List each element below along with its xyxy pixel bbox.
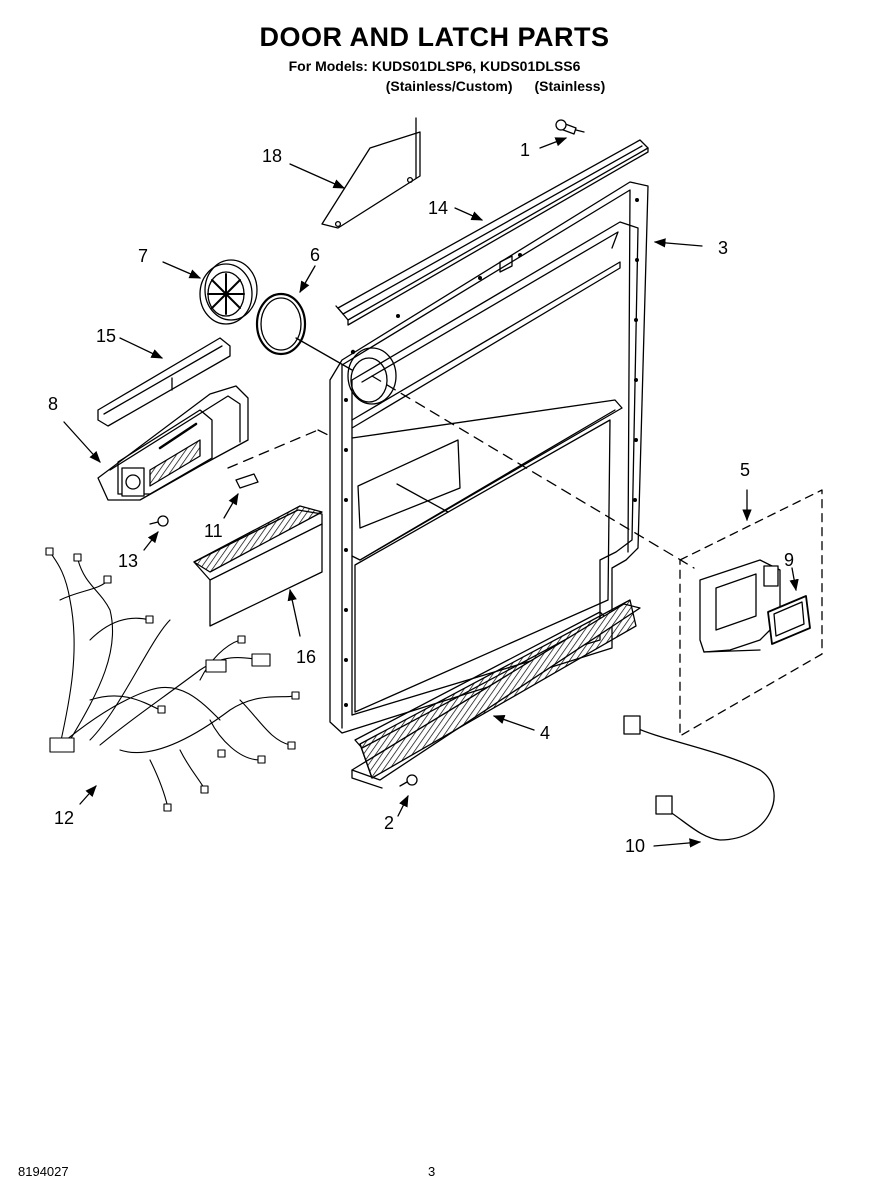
screw-top [555, 119, 585, 135]
wire-harness [45, 547, 300, 812]
top-trim [335, 139, 649, 326]
callout-16: 16 [296, 647, 316, 667]
model-variants: (Stainless/Custom) (Stainless) [0, 78, 869, 94]
callout-8: 8 [48, 394, 58, 414]
callout-5: 5 [740, 460, 750, 480]
callout-10: 10 [625, 836, 645, 856]
bottom-trim [351, 599, 641, 789]
callout-1: 1 [520, 140, 530, 160]
callout-11: 11 [204, 521, 223, 541]
callout-18: 18 [262, 146, 282, 166]
models-line: For Models: KUDS01DLSP6, KUDS01DLSS6 [288, 58, 581, 74]
latch-assembly [97, 385, 249, 501]
document-number: 8194027 [18, 1164, 69, 1179]
page-title: DOOR AND LATCH PARTS [259, 22, 610, 52]
callout-7: 7 [138, 246, 148, 266]
callout-15: 15 [96, 326, 116, 346]
callout-13: 13 [118, 551, 138, 571]
inner-door-panel [329, 181, 649, 749]
page-number: 3 [428, 1164, 436, 1179]
vent-assembly [199, 259, 258, 325]
wire-connector [623, 715, 775, 841]
callout-6: 6 [310, 245, 320, 265]
dispenser-assembly [699, 559, 781, 653]
callout-4: 4 [540, 723, 550, 743]
callout-9: 9 [784, 550, 794, 570]
callout-14: 14 [428, 198, 448, 218]
callout-2: 2 [384, 813, 394, 833]
handle-trim [97, 337, 231, 427]
bezel [767, 595, 811, 645]
variant-stainless-custom: (Stainless/Custom) [385, 78, 513, 94]
callout-arrows [63, 137, 799, 848]
screw-latch [149, 515, 169, 527]
assembly-outline-box [679, 489, 823, 737]
variant-stainless: (Stainless) [534, 78, 606, 94]
door-baffle [193, 505, 323, 627]
clip [235, 473, 259, 489]
bracket [321, 117, 421, 229]
callout-3: 3 [718, 238, 728, 258]
leader-lines [227, 375, 695, 569]
gasket-ring [255, 292, 307, 356]
callout-12: 12 [54, 808, 74, 828]
screw-bottom [399, 774, 418, 787]
